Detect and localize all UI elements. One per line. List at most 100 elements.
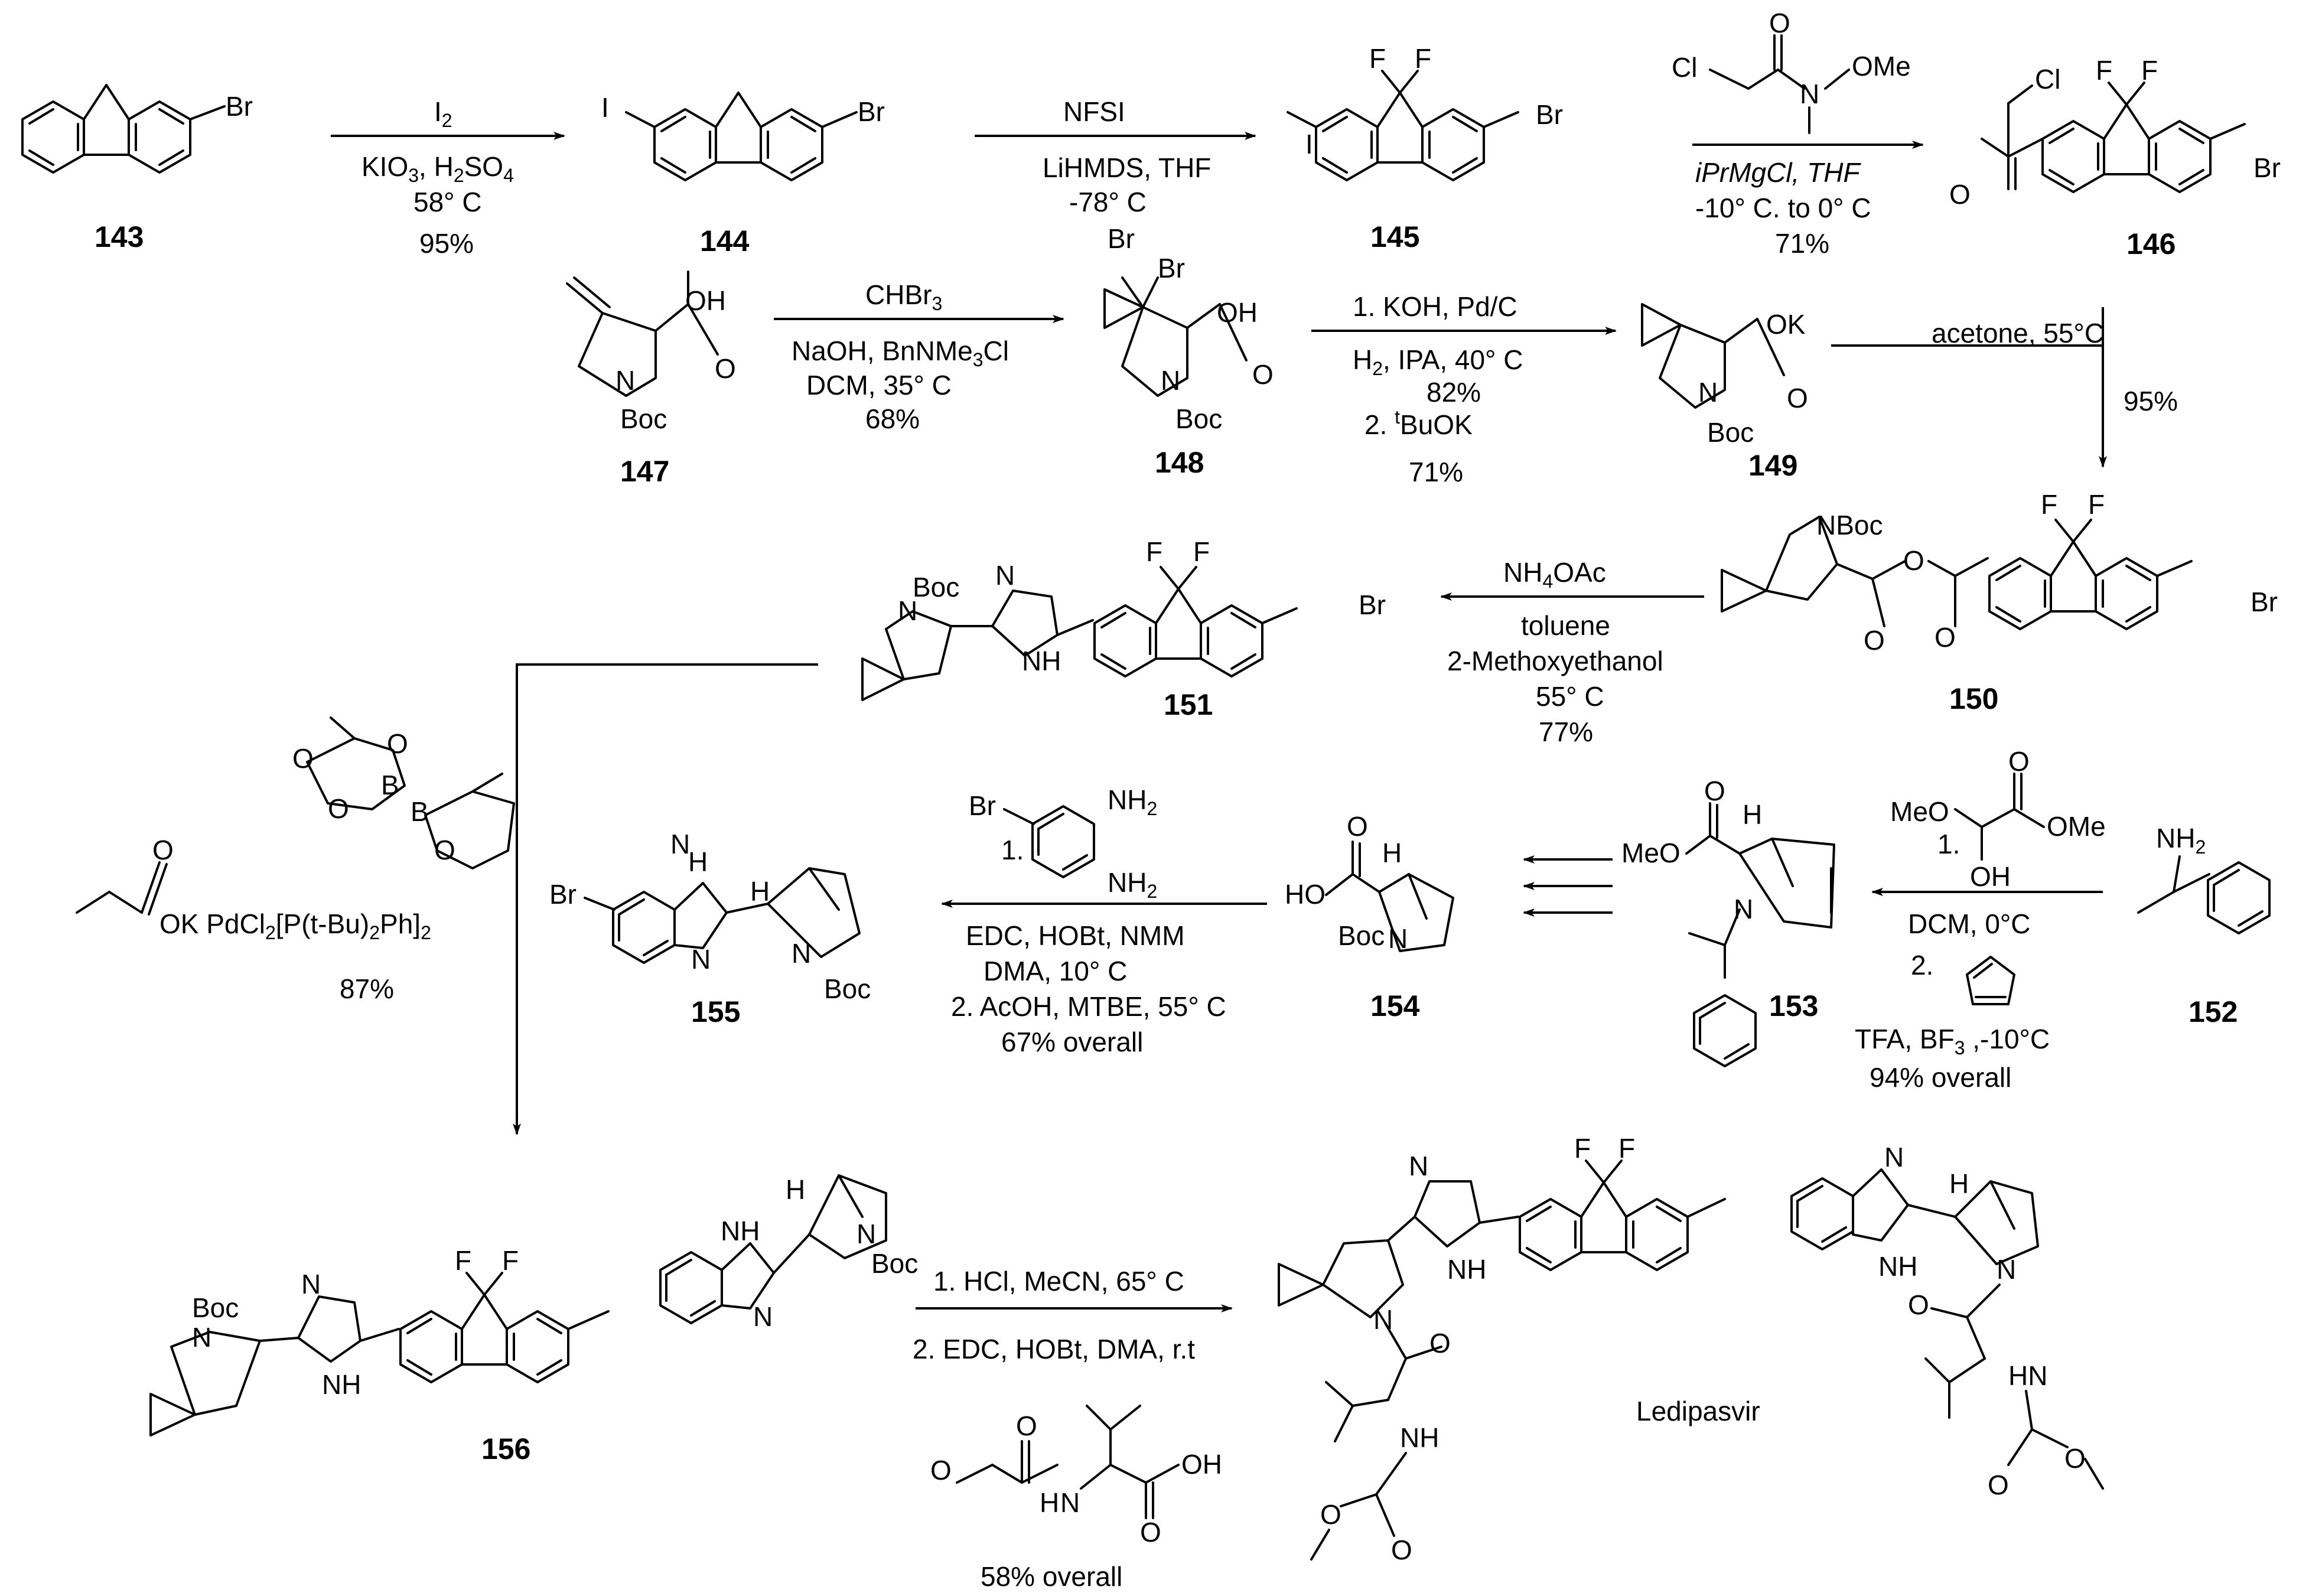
svg-text:H: H (1949, 1168, 1969, 1199)
svg-text:151: 151 (1164, 688, 1213, 721)
compound-146: F F Br Cl O 146 (1949, 55, 2281, 260)
svg-text:Cl: Cl (1672, 52, 1697, 83)
svg-text:NH: NH (1447, 1254, 1486, 1285)
svg-text:N: N (1388, 923, 1408, 954)
svg-text:N: N (1161, 365, 1180, 396)
svg-text:77%: 77% (1539, 716, 1593, 747)
svg-text:O: O (1320, 1499, 1341, 1530)
svg-text:HN: HN (2008, 1360, 2047, 1391)
svg-text:iPrMgCl, THF: iPrMgCl, THF (1695, 157, 1861, 188)
svg-text:Br: Br (1158, 253, 1185, 284)
svg-text:Cl: Cl (2035, 64, 2060, 95)
svg-text:N: N (691, 944, 711, 975)
svg-text:I: I (601, 92, 609, 123)
svg-text:N: N (856, 1219, 876, 1249)
svg-text:2. EDC, HOBt, DMA, r.t: 2. EDC, HOBt, DMA, r.t (913, 1334, 1195, 1364)
compound-154: HO O H Boc N 154 (1285, 811, 1454, 1022)
svg-text:Boc: Boc (192, 1292, 239, 1323)
svg-text:Boc: Boc (913, 572, 959, 602)
svg-text:O: O (1769, 8, 1790, 38)
svg-text:OMe: OMe (2047, 811, 2106, 842)
svg-text:O: O (1988, 1470, 2009, 1500)
svg-text:OH: OH (1970, 861, 2011, 892)
svg-text:O: O (1016, 1411, 1037, 1441)
compound-150: NBoc O O O F F Br 150 (1721, 489, 2278, 715)
compound-147: OH O N Boc 147 (566, 271, 736, 488)
step-4: CHBr3 NaOH, BnNMe3Cl DCM, 35° C 68% (774, 279, 1064, 434)
svg-text:152: 152 (2188, 995, 2238, 1028)
svg-text:NH2: NH2 (1108, 784, 1157, 819)
step-5: 1. KOH, Pd/C H2, IPA, 40° C 82% 2. tBuOK… (1311, 291, 1617, 487)
svg-text:CHBr3: CHBr3 (865, 279, 942, 314)
svg-text:O: O (715, 353, 736, 384)
svg-text:Boc: Boc (1707, 417, 1754, 448)
compound-ledipasvir: N NH N O NH O O F F N NH H N O (1278, 1133, 2104, 1565)
svg-text:153: 153 (1769, 989, 1818, 1022)
svg-text:O: O (1864, 625, 1885, 656)
svg-text:N: N (1800, 79, 1819, 109)
svg-text:toluene: toluene (1521, 610, 1610, 641)
svg-text:2. tBuOK: 2. tBuOK (1364, 406, 1473, 440)
svg-text:149: 149 (1748, 449, 1797, 482)
svg-text:H2, IPA, 40° C: H2, IPA, 40° C (1353, 344, 1523, 379)
svg-text:156: 156 (481, 1432, 530, 1465)
svg-text:N: N (1997, 1254, 2016, 1285)
svg-text:NFSI: NFSI (1063, 96, 1125, 127)
svg-text:NaOH, BnNMe3Cl: NaOH, BnNMe3Cl (792, 336, 1009, 370)
svg-text:N: N (1884, 1142, 1904, 1172)
svg-text:NH: NH (721, 1216, 760, 1246)
svg-text:N: N (995, 560, 1015, 591)
svg-text:F: F (2141, 55, 2158, 86)
svg-text:Boc: Boc (824, 973, 871, 1004)
svg-text:55° C: 55° C (1536, 681, 1604, 712)
svg-text:OK: OK (1766, 309, 1806, 340)
svg-text:DCM, 35° C: DCM, 35° C (806, 370, 952, 400)
svg-text:F: F (1415, 43, 1431, 74)
svg-text:O: O (1347, 811, 1368, 842)
svg-text:N: N (753, 1301, 773, 1332)
svg-text:NBoc: NBoc (1816, 510, 1883, 540)
svg-text:Br: Br (2253, 152, 2281, 183)
compound-149: OK O N Boc 149 (1641, 303, 1808, 482)
svg-text:Boc: Boc (1175, 403, 1222, 434)
svg-text:Br: Br (858, 96, 885, 127)
svg-text:OMe: OMe (1852, 51, 1911, 82)
svg-text:-10° C. to 0° C: -10° C. to 0° C (1695, 193, 1871, 223)
svg-text:NH4OAc: NH4OAc (1503, 557, 1606, 592)
svg-text:71%: 71% (1775, 228, 1829, 259)
svg-text:Br: Br (2251, 587, 2278, 617)
svg-text:LiHMDS, THF: LiHMDS, THF (1043, 152, 1211, 183)
svg-text:95%: 95% (419, 228, 474, 259)
step-multistep (1523, 855, 1613, 917)
svg-text:H: H (688, 846, 708, 877)
svg-text:Br: Br (969, 790, 996, 821)
svg-text:Br: Br (1108, 223, 1135, 254)
svg-text:154: 154 (1370, 989, 1420, 1022)
svg-text:155: 155 (691, 995, 740, 1028)
svg-text:O: O (152, 835, 174, 865)
svg-text:O: O (1949, 179, 1971, 210)
svg-text:Br: Br (549, 879, 577, 910)
svg-text:DCM, 0°C: DCM, 0°C (1908, 908, 2031, 939)
svg-text:O: O (1140, 1517, 1161, 1548)
svg-text:2. AcOH, MTBE, 55° C: 2. AcOH, MTBE, 55° C (951, 991, 1226, 1022)
svg-text:O: O (2064, 1443, 2086, 1474)
step-3: Cl O N OMe iPrMgCl, THF -10° C. to 0° C … (1672, 8, 1924, 259)
svg-text:F: F (2041, 489, 2057, 520)
svg-text:95%: 95% (2124, 386, 2178, 416)
label-143: 143 (95, 220, 144, 253)
svg-text:N: N (301, 1269, 321, 1299)
svg-text:F: F (2096, 55, 2112, 86)
compound-145: F F I Br 145 (1287, 43, 1563, 253)
svg-text:1.: 1. (1937, 829, 1960, 859)
svg-text:67% overall: 67% overall (1001, 1027, 1143, 1057)
svg-text:Br: Br (1359, 589, 1386, 620)
svg-text:acetone, 55°C: acetone, 55°C (1932, 318, 2104, 348)
step-2: NFSI LiHMDS, THF -78° C (975, 96, 1256, 217)
svg-text:150: 150 (1949, 682, 1998, 715)
step-9: Br NH2 NH2 1. EDC, HOBt, NMM DMA, 10° C … (941, 784, 1267, 1057)
svg-text:O: O (1391, 1535, 1412, 1565)
svg-text:OK PdCl2[P(t-Bu)2Ph]2: OK PdCl2[P(t-Bu)2Ph]2 (159, 908, 431, 943)
svg-text:H: H (1382, 838, 1402, 868)
